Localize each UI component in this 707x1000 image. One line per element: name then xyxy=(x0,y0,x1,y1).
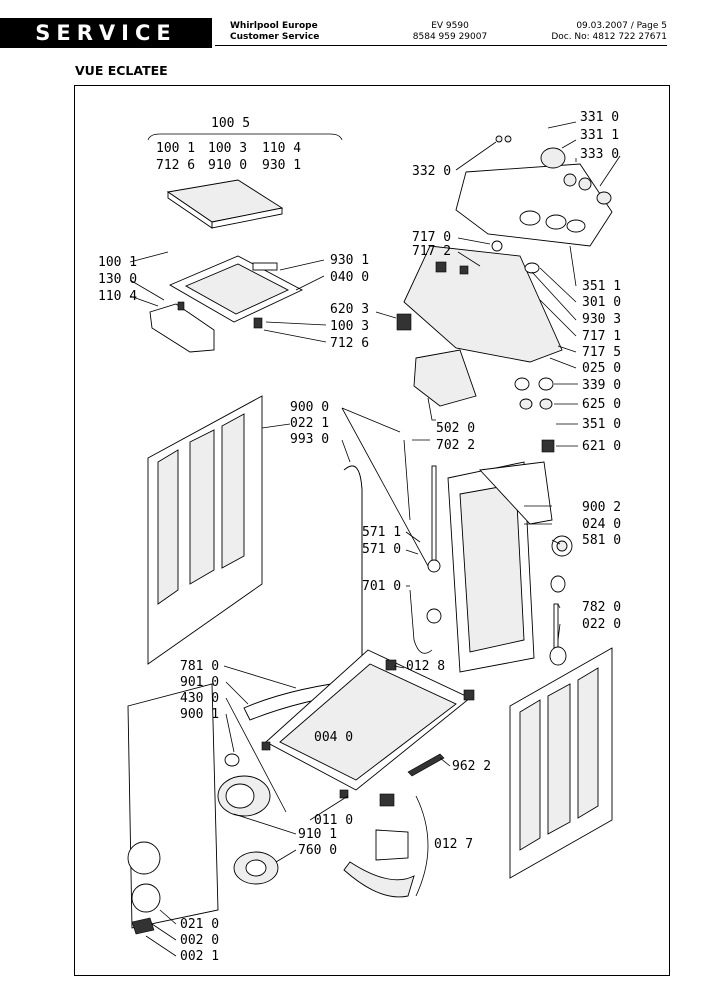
doc-number: Doc. No: 4812 722 27671 xyxy=(551,32,667,42)
label-7175: 717 5 xyxy=(582,345,621,360)
label-7010: 701 0 xyxy=(362,579,401,594)
label-4300: 430 0 xyxy=(180,691,219,706)
header-model-block: EV 9590 8584 959 29007 xyxy=(400,21,500,43)
label-3510: 351 0 xyxy=(582,417,621,432)
label-7820: 782 0 xyxy=(582,600,621,615)
label-6203: 620 3 xyxy=(330,302,369,317)
label-1003-lid: 100 3 xyxy=(330,319,369,334)
label-9000: 900 0 xyxy=(290,400,329,415)
label-3311: 331 1 xyxy=(580,128,619,143)
base-chassis xyxy=(261,649,475,799)
label-7172: 717 2 xyxy=(412,244,451,259)
label-3010: 301 0 xyxy=(582,295,621,310)
label-3330: 333 0 xyxy=(580,147,619,162)
label-1003: 100 3 xyxy=(208,141,247,156)
header-company-block: Whirlpool Europe Customer Service xyxy=(230,21,319,43)
label-7126: 712 6 xyxy=(156,158,195,173)
label-1001: 100 1 xyxy=(156,141,195,156)
label-9100: 910 0 xyxy=(208,158,247,173)
label-3511: 351 1 xyxy=(582,279,621,294)
label-9002: 900 2 xyxy=(582,500,621,515)
label-5810: 581 0 xyxy=(582,533,621,548)
label-0220: 022 0 xyxy=(582,617,621,632)
label-0221: 022 1 xyxy=(290,416,329,431)
label-7600: 760 0 xyxy=(298,843,337,858)
label-0400: 040 0 xyxy=(330,270,369,285)
model-name: EV 9590 xyxy=(431,21,469,31)
label-1005: 100 5 xyxy=(211,116,250,131)
label-7022: 702 2 xyxy=(436,438,475,453)
label-7126-lid: 712 6 xyxy=(330,336,369,351)
control-panel-assembly xyxy=(396,135,613,453)
label-1104: 110 4 xyxy=(262,141,301,156)
header-doc-block: 09.03.2007 / Page 5 Doc. No: 4812 722 27… xyxy=(551,21,667,43)
label-9001: 900 1 xyxy=(180,707,219,722)
label-3310: 331 0 xyxy=(580,110,619,125)
department-name: Customer Service xyxy=(230,32,320,42)
label-0021: 002 1 xyxy=(180,949,219,964)
pump-filter xyxy=(217,753,415,898)
label-0250: 025 0 xyxy=(582,361,621,376)
label-0128: 012 8 xyxy=(406,659,445,674)
label-3320: 332 0 xyxy=(412,164,451,179)
label-9301: 930 1 xyxy=(262,158,301,173)
front-panel xyxy=(127,683,219,935)
service-banner: SERVICE xyxy=(0,18,212,48)
date-page: 09.03.2007 / Page 5 xyxy=(576,21,667,31)
label-9622: 962 2 xyxy=(452,759,491,774)
page-title: VUE ECLATEE xyxy=(75,63,168,78)
label-0110: 011 0 xyxy=(314,813,353,828)
right-side-panel xyxy=(509,647,613,879)
label-0040: 004 0 xyxy=(314,730,353,745)
label-0240: 024 0 xyxy=(582,517,621,532)
label-9010: 901 0 xyxy=(180,675,219,690)
label-9301-lid: 930 1 xyxy=(330,253,369,268)
company-name: Whirlpool Europe xyxy=(230,21,318,31)
label-9303: 930 3 xyxy=(582,312,621,327)
label-0127: 012 7 xyxy=(434,837,473,852)
drawing-frame xyxy=(74,85,670,976)
label-7170: 717 0 xyxy=(412,230,451,245)
lid-assembly xyxy=(147,133,343,353)
rear-frame xyxy=(447,461,573,673)
label-9930: 993 0 xyxy=(290,432,329,447)
part-labels: 100 5 100 1 100 3 110 4 712 6 910 0 930 … xyxy=(98,110,621,964)
model-code: 8584 959 29007 xyxy=(412,32,488,42)
label-3390: 339 0 xyxy=(582,378,621,393)
label-5711: 571 1 xyxy=(362,525,401,540)
header-rule xyxy=(215,45,667,46)
label-1104-lid: 110 4 xyxy=(98,289,137,304)
label-0020: 002 0 xyxy=(180,933,219,948)
label-1300: 130 0 xyxy=(98,272,137,287)
label-9101: 910 1 xyxy=(298,827,337,842)
left-side-panel xyxy=(147,395,263,665)
label-5020: 502 0 xyxy=(436,421,475,436)
label-7810: 781 0 xyxy=(180,659,219,674)
label-5710: 571 0 xyxy=(362,542,401,557)
label-0210: 021 0 xyxy=(180,917,219,932)
leader-lines xyxy=(129,121,621,957)
label-6250: 625 0 xyxy=(582,397,621,412)
label-7171: 717 1 xyxy=(582,329,621,344)
label-6210: 621 0 xyxy=(582,439,621,454)
label-1001-lid: 100 1 xyxy=(98,255,137,270)
